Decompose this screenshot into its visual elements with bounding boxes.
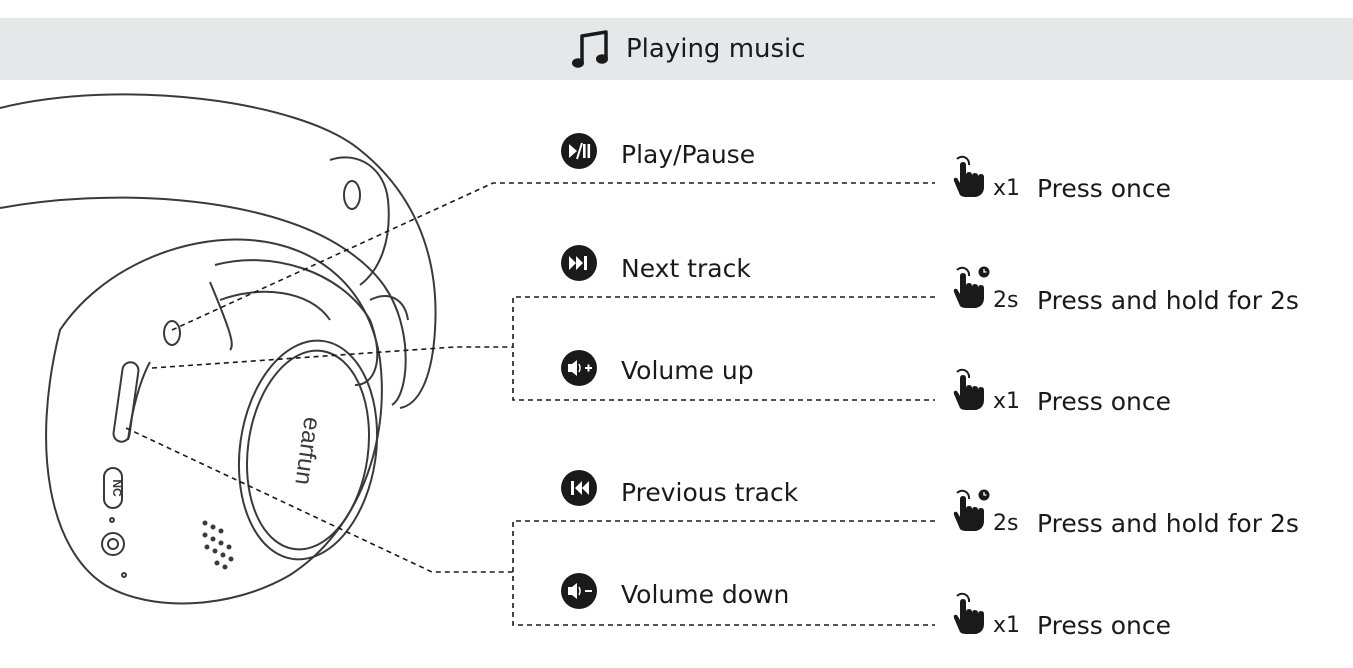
previous-track-icon: [561, 470, 597, 506]
volume-up-icon: [561, 350, 597, 386]
gesture-count: x1: [993, 613, 1021, 638]
gesture-count: x1: [993, 176, 1021, 201]
gesture-action: Press and hold for 2s: [1037, 509, 1299, 538]
next-track-icon: [561, 245, 597, 281]
header-band: [0, 18, 1353, 80]
play-pause-icon: [561, 133, 597, 169]
gesture-count: x1: [993, 389, 1021, 414]
tap-hand-icon: [953, 155, 984, 197]
tap-hand-icon: [953, 592, 984, 634]
nc-label: NC: [110, 479, 124, 497]
volume-down-icon: [561, 573, 597, 609]
gesture-count: 2s: [993, 288, 1019, 313]
hold-hand-icon: [953, 266, 990, 308]
gesture-action: Press once: [1037, 174, 1172, 203]
control-label-next-track: Next track: [621, 254, 751, 283]
control-label-volume-down: Volume down: [621, 580, 790, 609]
hold-hand-icon: [953, 489, 990, 531]
gesture-action: Press once: [1037, 611, 1172, 640]
brand-logo: earfun: [289, 415, 325, 486]
page-title: Playing music: [626, 34, 806, 64]
control-label-previous-track: Previous track: [621, 478, 799, 507]
music-note-icon: [572, 30, 608, 68]
gesture-count: 2s: [993, 511, 1019, 536]
gesture-action: Press and hold for 2s: [1037, 286, 1299, 315]
tap-hand-icon: [953, 368, 984, 410]
control-label-volume-up: Volume up: [621, 356, 754, 385]
gesture-action: Press once: [1037, 387, 1172, 416]
control-label-play-pause: Play/Pause: [621, 140, 756, 169]
